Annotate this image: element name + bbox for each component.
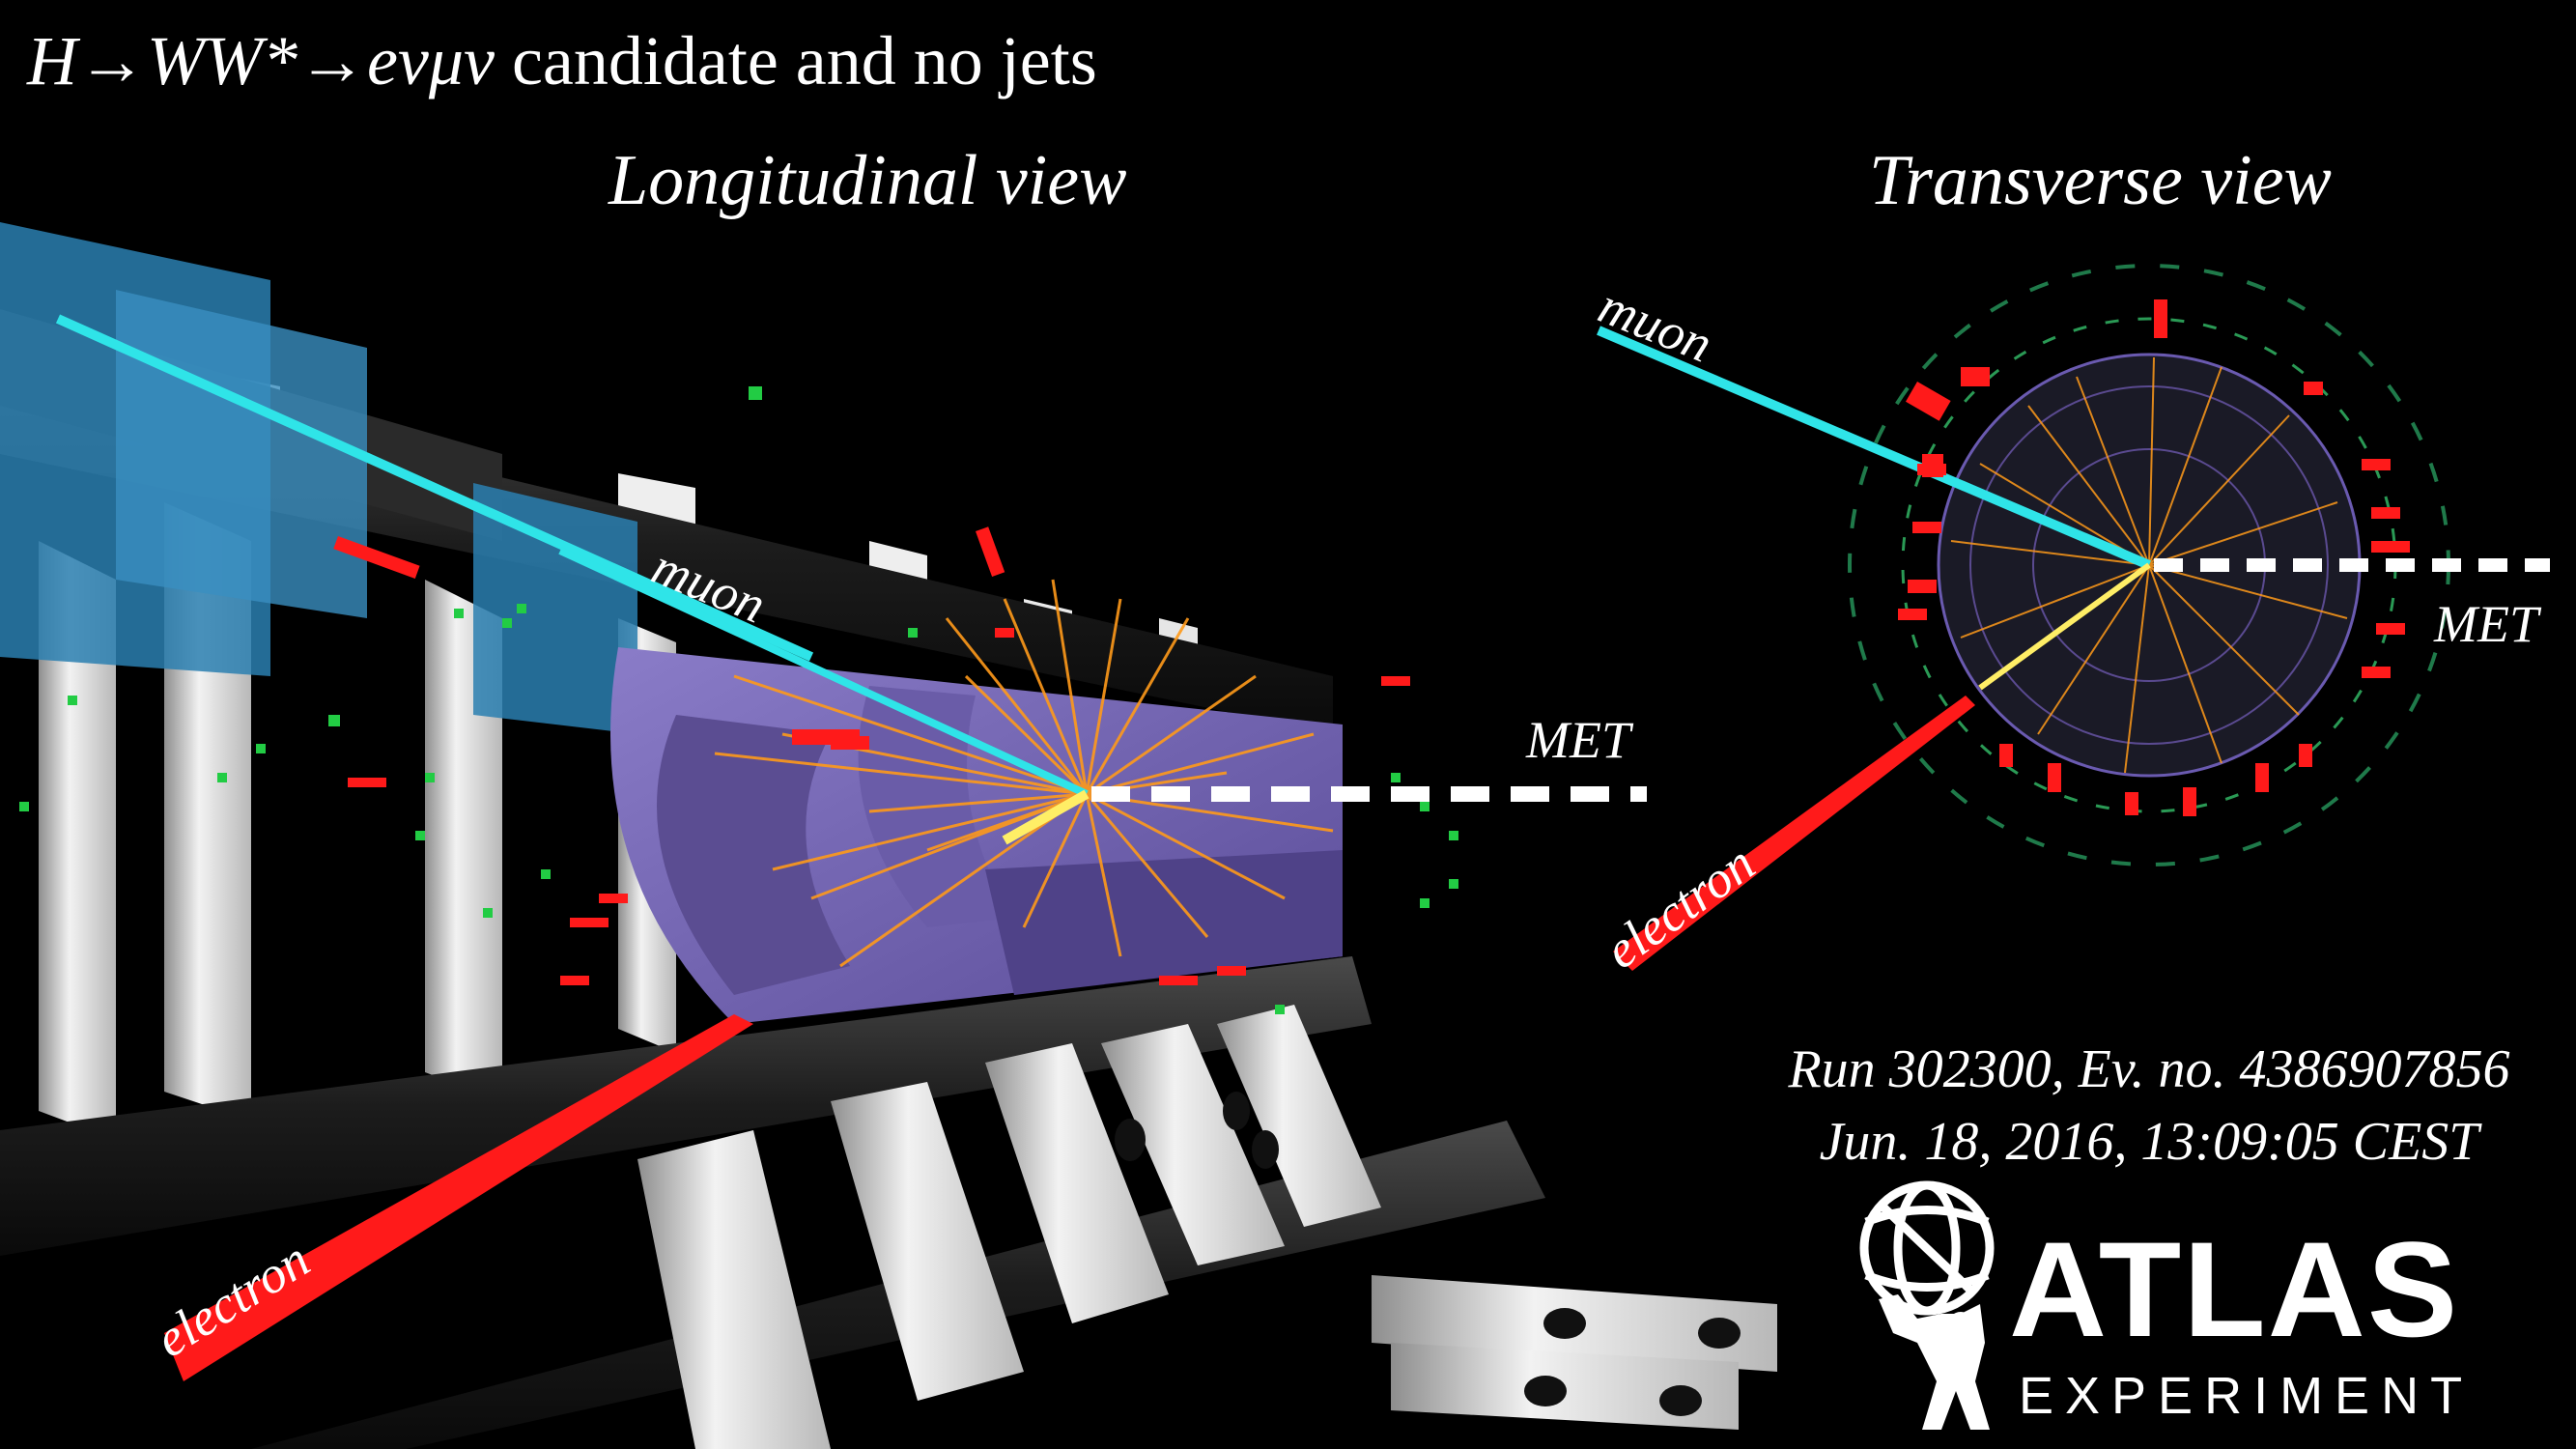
transverse-view-title: Transverse view [1869,141,2332,220]
atlas-globe-icon [1859,1180,1995,1316]
lower-pillars [637,1005,1777,1449]
red-deposits [333,526,1410,985]
transverse-deposits [1898,299,2410,816]
run-number: Run 302300, Ev. no. 4386907856 [1788,1039,2510,1099]
inner-tracks [714,579,1334,968]
electron-track-transverse [1613,696,1975,971]
green-hits [19,386,1458,1014]
atlas-subword: EXPERIMENT [2019,1367,2475,1425]
transverse-detector [1597,264,2550,971]
longitudinal-detector [0,222,1777,1449]
muon-track-longitudinal [55,314,814,662]
muon-chambers [0,222,637,734]
beam-middle [0,956,1372,1256]
met-label-transverse: MET [2434,595,2538,653]
title-physics: H→WW*→eνμν [27,22,495,99]
atlas-figure-icon [1879,1294,1990,1430]
atlas-wordmark: ATLAS [2009,1213,2460,1365]
met-label-longitudinal: MET [1526,711,1630,769]
muon-track-transverse [1597,326,2151,570]
transverse-tracks [1950,356,2348,774]
longitudinal-view-title: Longitudinal view [609,141,1127,220]
title-rest: candidate and no jets [494,22,1097,99]
page-title: H→WW*→eνμν candidate and no jets [27,21,1097,101]
electron-track-longitudinal [164,1014,753,1381]
event-date: Jun. 18, 2016, 13:09:05 CEST [1819,1112,2479,1172]
